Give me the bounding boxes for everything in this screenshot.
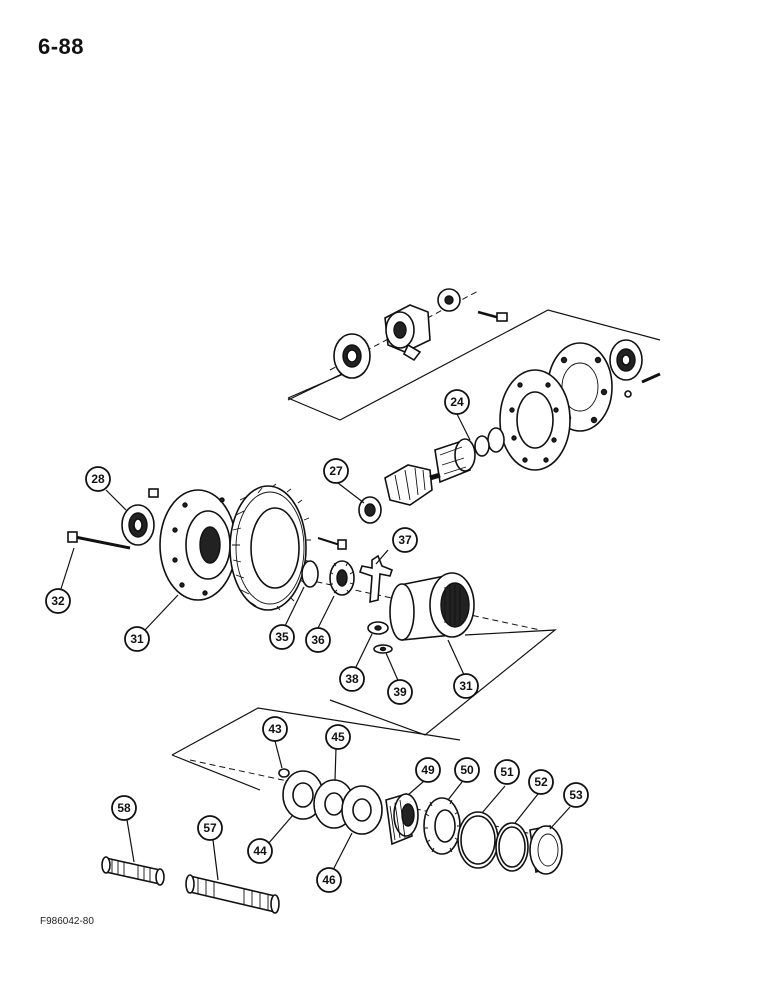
bottom-bracket <box>171 707 461 791</box>
svg-text:31: 31 <box>130 632 144 646</box>
pinion-gear <box>384 464 441 506</box>
callout-49: 49 <box>415 757 441 783</box>
svg-text:44: 44 <box>253 844 267 858</box>
callout-37: 37 <box>392 527 418 553</box>
ring-gear-bolt <box>317 537 347 550</box>
callout-32: 32 <box>45 588 71 614</box>
svg-text:36: 36 <box>311 633 325 647</box>
svg-text:43: 43 <box>268 722 282 736</box>
snap-ring-51 <box>457 811 499 869</box>
svg-text:27: 27 <box>329 464 343 478</box>
svg-text:53: 53 <box>569 788 583 802</box>
plug <box>148 488 159 498</box>
callout-57: 57 <box>197 815 223 841</box>
callout-52: 52 <box>528 769 554 795</box>
pinion-bearing <box>434 438 476 484</box>
top-right-bolt <box>624 372 661 398</box>
callout-46: 46 <box>316 867 342 893</box>
snap-ring-52 <box>495 822 529 872</box>
callout-36: 36 <box>305 627 331 653</box>
top-bolt <box>477 310 508 322</box>
splined-hub <box>385 792 419 846</box>
callout-28: 28 <box>85 466 111 492</box>
top-yoke-flange <box>384 304 431 362</box>
shaft-57 <box>185 874 280 914</box>
pinion-seal <box>358 496 382 524</box>
top-nut <box>437 288 461 312</box>
left-bearing <box>121 504 155 546</box>
callout-43: 43 <box>262 716 288 742</box>
callout-50: 50 <box>454 757 480 783</box>
callout-35: 35 <box>269 624 295 650</box>
callout-39: 39 <box>387 679 413 705</box>
middle-assembly <box>67 369 571 736</box>
callout-27: 27 <box>323 458 349 484</box>
long-bolt <box>67 531 131 550</box>
callout-31-right: 31 <box>453 673 479 699</box>
bottom-assembly <box>101 707 563 914</box>
callout-38: 38 <box>339 666 365 692</box>
clutch-plate-44 <box>282 770 324 820</box>
spider-cross <box>358 554 393 604</box>
shim-plate <box>499 369 571 471</box>
callout-53: 53 <box>563 782 589 808</box>
svg-text:46: 46 <box>322 873 336 887</box>
svg-text:39: 39 <box>393 685 407 699</box>
svg-text:51: 51 <box>500 765 514 779</box>
callout-44: 44 <box>247 838 273 864</box>
svg-text:45: 45 <box>331 730 345 744</box>
bottom-axis-line <box>189 759 561 841</box>
diff-case-right <box>389 572 475 641</box>
top-bearing-cup <box>333 333 371 379</box>
svg-text:49: 49 <box>421 763 435 777</box>
shaft-58 <box>101 856 165 886</box>
thrust-washer <box>301 560 319 588</box>
callout-24: 24 <box>444 389 470 415</box>
svg-text:31: 31 <box>459 679 473 693</box>
svg-text:57: 57 <box>203 821 217 835</box>
ring-gear <box>229 483 311 611</box>
callout-51: 51 <box>494 759 520 785</box>
svg-text:50: 50 <box>460 763 474 777</box>
page-number: 6-88 <box>38 34 85 59</box>
svg-text:24: 24 <box>450 395 464 409</box>
top-bracket-outline <box>287 309 661 421</box>
diff-case-left <box>159 489 237 601</box>
snap-ring-a <box>487 427 505 453</box>
bearing-53 <box>529 825 563 875</box>
callout-45: 45 <box>325 724 351 750</box>
figure-code: F986042-80 <box>40 916 94 927</box>
middle-bracket <box>329 629 557 736</box>
svg-text:38: 38 <box>345 672 359 686</box>
pinion-gears-small <box>367 621 393 654</box>
top-right-bearing <box>609 339 643 381</box>
callout-31-left: 31 <box>124 626 150 652</box>
svg-text:32: 32 <box>51 594 65 608</box>
svg-text:58: 58 <box>117 801 131 815</box>
callout-58: 58 <box>111 795 137 821</box>
side-gear <box>329 560 355 596</box>
top-assembly <box>287 288 661 432</box>
svg-text:35: 35 <box>275 630 289 644</box>
clutch-plate-46 <box>341 785 383 835</box>
svg-text:52: 52 <box>534 775 548 789</box>
small-washer <box>278 768 290 778</box>
svg-text:37: 37 <box>398 533 412 547</box>
snap-ring-b <box>474 435 490 457</box>
svg-text:28: 28 <box>91 472 105 486</box>
gear-50 <box>423 797 461 855</box>
